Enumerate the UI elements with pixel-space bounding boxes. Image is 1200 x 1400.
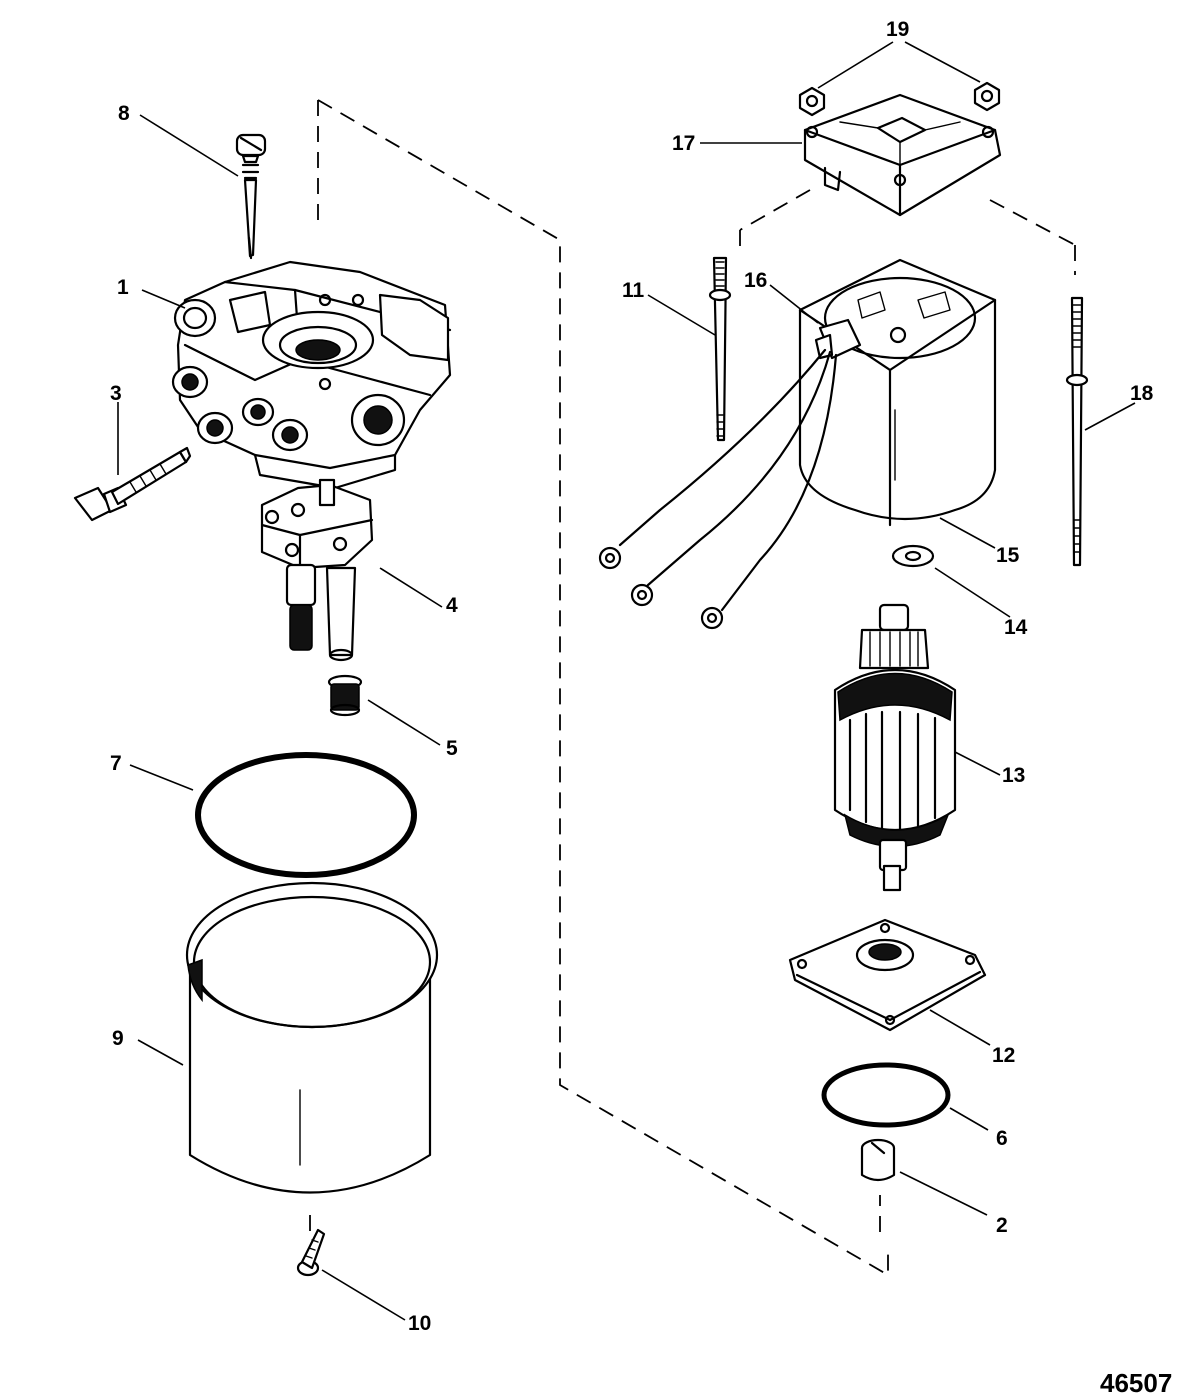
part-1-pump-body <box>171 260 452 490</box>
callout-11: 11 <box>622 279 645 302</box>
callout-18: 18 <box>1130 382 1154 405</box>
callout-leader-lines <box>117 41 1136 1321</box>
part-8-fill-plug <box>235 133 267 260</box>
callout-17: 17 <box>672 132 695 155</box>
callout-5: 5 <box>446 737 458 760</box>
callout-8: 8 <box>118 102 130 125</box>
callout-2: 2 <box>996 1214 1008 1237</box>
part-5-filter-screen <box>327 674 363 717</box>
figure-number: 46507 <box>1100 1368 1172 1398</box>
part-2-coupler <box>860 1138 896 1182</box>
part-15-motor-frame <box>798 258 997 527</box>
part-14-washer <box>891 544 935 568</box>
part-13-armature <box>833 603 957 892</box>
callout-labels: 8 1 3 4 5 7 9 10 11 16 17 19 18 15 14 13… <box>110 18 1154 1335</box>
callout-16: 16 <box>744 269 767 292</box>
part-16-grommet-and-leads <box>598 318 862 630</box>
assembly-dashed-lines <box>309 99 1076 1277</box>
callout-14: 14 <box>1004 616 1028 639</box>
part-9-reservoir <box>185 881 439 1194</box>
callout-13: 13 <box>1002 764 1025 787</box>
part-6-o-ring <box>821 1062 951 1128</box>
part-4-valve-block <box>260 478 374 662</box>
callout-12: 12 <box>992 1044 1015 1067</box>
callout-1: 1 <box>117 276 129 299</box>
callout-9: 9 <box>112 1027 124 1050</box>
part-18-through-bolt <box>1065 296 1089 567</box>
callout-15: 15 <box>996 544 1020 567</box>
part-12-end-plate <box>788 918 987 1032</box>
part-10-screw <box>296 1228 326 1277</box>
callout-10: 10 <box>408 1312 431 1335</box>
callout-4: 4 <box>446 594 458 617</box>
part-19-nuts <box>798 81 1001 117</box>
callout-3: 3 <box>110 382 122 405</box>
part-7-o-ring <box>195 752 417 878</box>
part-11-through-bolt <box>708 256 732 442</box>
part-17-end-cap <box>803 93 1002 217</box>
callout-7: 7 <box>110 752 122 775</box>
part-3-valve-screw <box>73 446 192 522</box>
callout-6: 6 <box>996 1127 1008 1150</box>
callout-19: 19 <box>886 18 909 41</box>
